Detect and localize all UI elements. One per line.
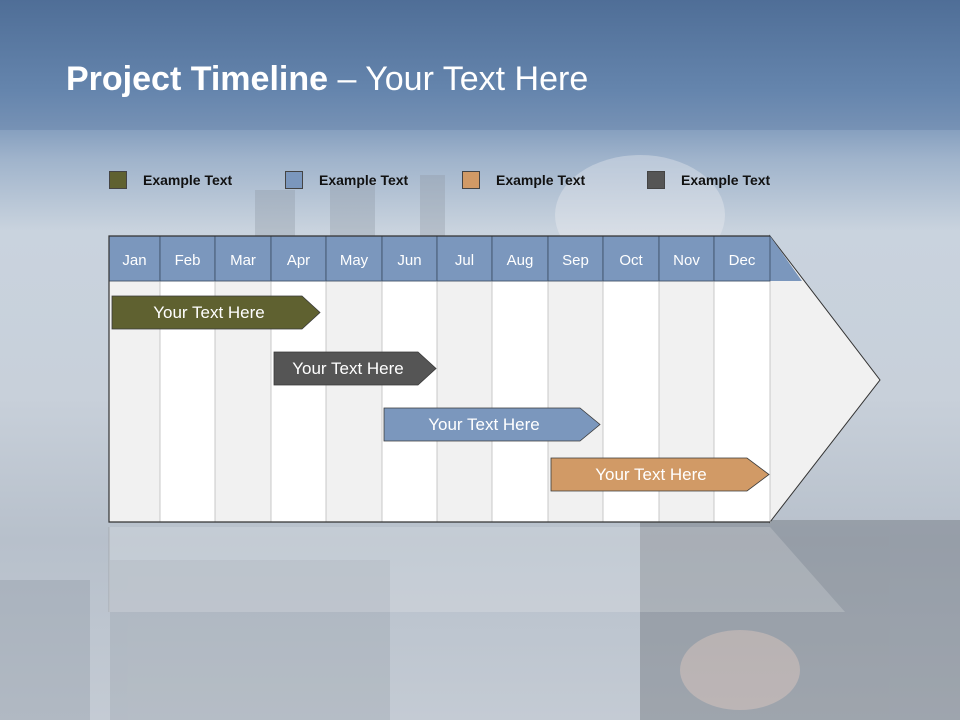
arrowhead-header [770,236,802,281]
legend-item: Example Text [109,170,232,190]
legend-label: Example Text [681,172,771,188]
month-header-cell [602,235,660,282]
month-label: Dec [729,252,756,269]
month-header-cell [108,235,161,282]
bar-label: Your Text Here [595,465,707,484]
month-column [381,280,438,523]
legend-item: Example Text [462,170,585,190]
legend-swatch [462,171,480,189]
bar-label: Your Text Here [153,303,265,322]
month-label: Nov [673,252,700,269]
month-label: Oct [619,252,643,269]
month-label: May [340,252,369,269]
month-column [491,280,549,523]
bar-label: Your Text Here [292,359,404,378]
legend-swatch [647,171,665,189]
header-band [0,0,960,130]
timeline-bar [550,457,770,492]
legend-label: Example Text [143,172,233,188]
month-header-cell [658,235,715,282]
month-label: Mar [230,252,256,269]
legend-label: Example Text [496,172,586,188]
month-column [436,280,493,523]
month-header-cell [214,235,272,282]
timeline-reflection [109,527,845,612]
timeline-bar [273,351,437,386]
month-label: Feb [175,252,201,269]
legend-swatch [109,171,127,189]
page-title: Project Timeline – Your Text Here [66,60,588,99]
month-label: Sep [562,252,589,269]
timeline-bar [111,295,321,330]
bar-label: Your Text Here [428,415,540,434]
legend-item: Example Text [647,170,770,190]
month-header-cell [713,235,771,282]
legend-swatch [285,171,303,189]
timeline-bar [383,407,601,442]
month-column [325,280,383,523]
title-bold: Project Timeline [66,60,329,98]
month-label: Jul [455,252,474,269]
title-rest: – Your Text Here [328,60,589,98]
month-label: Jan [122,252,146,269]
month-label: Aug [507,252,534,269]
legend-label: Example Text [319,172,409,188]
month-header-cell [381,235,438,282]
month-label: Jun [397,252,421,269]
legend-item: Example Text [285,170,408,190]
month-label: Apr [287,252,310,269]
timeline-border [108,235,770,523]
